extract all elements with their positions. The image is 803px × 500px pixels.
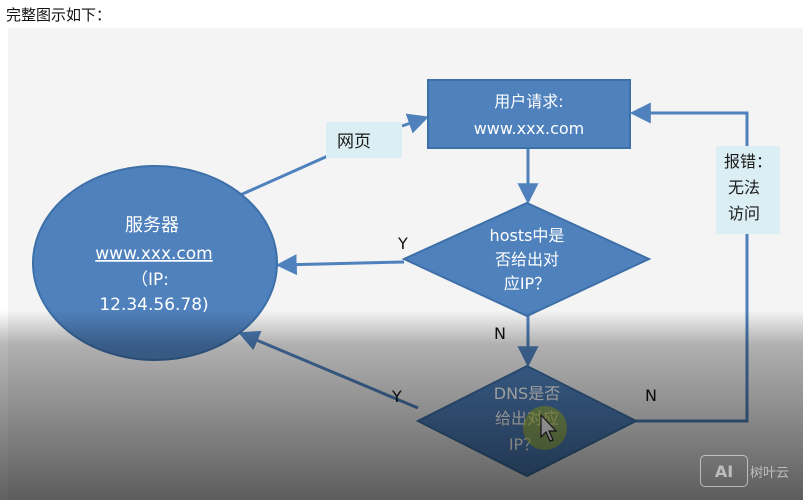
edge-label-hosts-no: N bbox=[494, 324, 506, 343]
error-line3: 访问 bbox=[728, 204, 760, 223]
hosts-line2: 否给出对 bbox=[495, 250, 559, 269]
server-title: 服务器 bbox=[125, 215, 179, 236]
label-error: 报错： 无法 访问 bbox=[716, 146, 780, 234]
page-title: 完整图示如下： bbox=[6, 6, 112, 24]
watermark-text: 树叶云 bbox=[750, 466, 790, 481]
watermark-logo: AI bbox=[700, 455, 748, 487]
node-server: 服务器 www.xxx.com （IP: 12.34.56.78) bbox=[32, 165, 278, 361]
request-domain: www.xxx.com bbox=[474, 119, 585, 138]
edge-label-dns-no: N bbox=[645, 386, 657, 405]
server-ip: 12.34.56.78) bbox=[99, 295, 208, 315]
webpage-label: 网页 bbox=[337, 132, 371, 152]
dns-line1: DNS是否 bbox=[494, 384, 560, 403]
edge-label-dns-yes: Y bbox=[391, 387, 402, 406]
hosts-line1: hosts中是 bbox=[490, 226, 565, 245]
edge-hosts-yes bbox=[275, 254, 405, 276]
edge-server-to-request bbox=[237, 153, 331, 198]
error-line2: 无法 bbox=[728, 178, 760, 197]
server-domain: www.xxx.com bbox=[95, 244, 212, 264]
edge-label-hosts-yes: Y bbox=[397, 234, 408, 253]
edge-webpage-to-request bbox=[401, 113, 429, 134]
node-user-request: 用户请求: www.xxx.com bbox=[427, 79, 631, 149]
label-webpage: 网页 bbox=[326, 122, 402, 158]
server-ip-label: （IP: bbox=[131, 270, 169, 290]
error-line1: 报错： bbox=[724, 152, 772, 171]
request-title: 用户请求: bbox=[494, 92, 563, 111]
hosts-line3: 应IP？ bbox=[504, 274, 550, 293]
node-hosts-decision: hosts中是 否给出对 应IP？ bbox=[401, 201, 652, 318]
